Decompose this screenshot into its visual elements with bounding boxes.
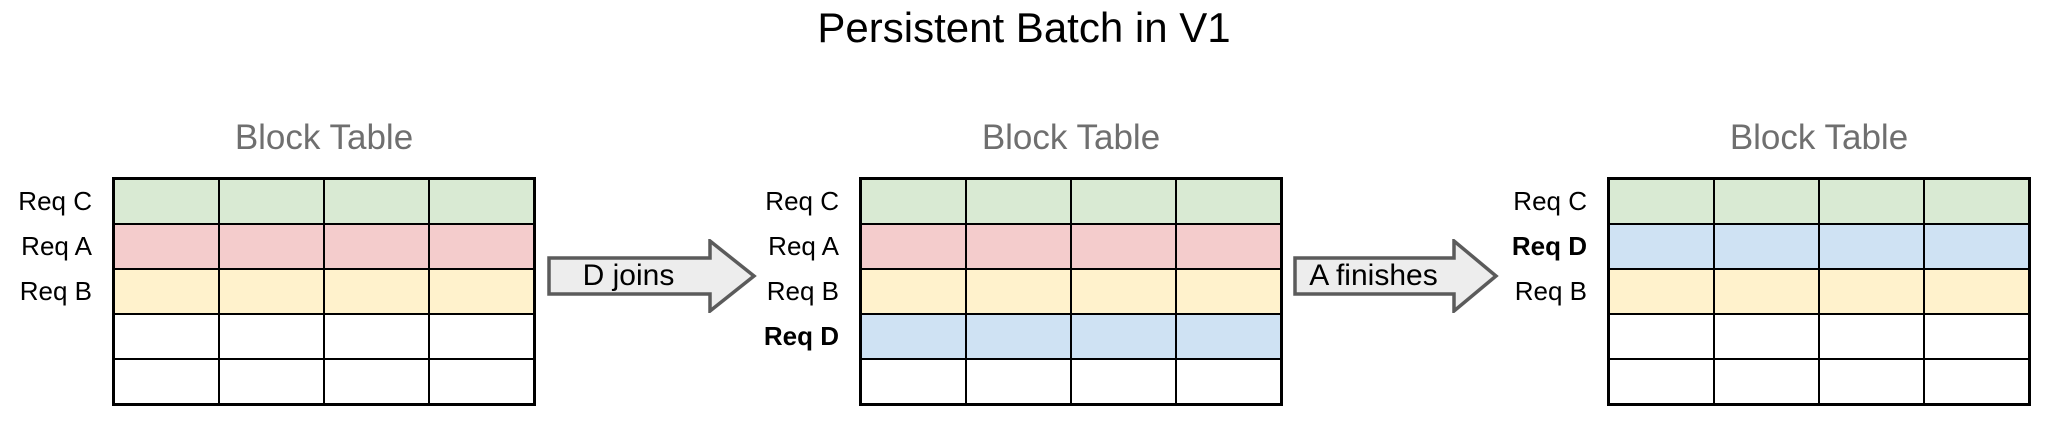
block-cell xyxy=(1819,224,1924,269)
block-cell xyxy=(861,224,966,269)
block-table-left: Block Table Req C Req A Req B xyxy=(18,119,536,406)
right-arrow-icon xyxy=(547,239,757,313)
block-cell xyxy=(1176,359,1281,404)
block-cell xyxy=(219,269,324,314)
block-cell xyxy=(114,359,219,404)
row-label-req-c: Req C xyxy=(18,186,92,216)
row-label-req-b: Req B xyxy=(19,276,92,306)
block-cell xyxy=(861,359,966,404)
block-cell xyxy=(1714,179,1819,224)
block-cell xyxy=(1176,179,1281,224)
row-label-req-d: Req D xyxy=(763,321,839,351)
block-cell xyxy=(1609,269,1714,314)
block-cell xyxy=(114,314,219,359)
block-cell xyxy=(1714,269,1819,314)
block-cell xyxy=(429,269,534,314)
block-cell xyxy=(1819,359,1924,404)
block-cell xyxy=(861,269,966,314)
block-cell xyxy=(429,359,534,404)
block-grid xyxy=(859,177,1283,406)
block-cell xyxy=(219,224,324,269)
arrow-label: D joins xyxy=(582,259,675,292)
block-cell xyxy=(114,179,219,224)
row-label-req-c: Req C xyxy=(765,186,839,216)
block-table-heading: Block Table xyxy=(1729,118,1909,158)
block-cell xyxy=(1819,269,1924,314)
row-label-req-a: Req A xyxy=(21,231,92,261)
block-cell xyxy=(429,224,534,269)
block-cell xyxy=(1609,179,1714,224)
block-cell xyxy=(1071,224,1176,269)
block-cell xyxy=(861,314,966,359)
row-label-req-d: Req D xyxy=(1511,231,1587,261)
block-grid xyxy=(1607,177,2031,406)
block-grid xyxy=(112,177,536,406)
arrow-label: A finishes xyxy=(1309,259,1438,292)
block-cell xyxy=(1071,359,1176,404)
block-cell xyxy=(324,179,429,224)
block-cell xyxy=(1609,314,1714,359)
arrow-a-finishes: A finishes xyxy=(1293,239,1499,313)
block-cell xyxy=(966,314,1071,359)
block-table-heading: Block Table xyxy=(234,118,414,158)
block-cell xyxy=(1924,224,2029,269)
row-label-req-a: Req A xyxy=(768,231,839,261)
block-cell xyxy=(429,179,534,224)
block-cell xyxy=(1071,269,1176,314)
block-table-middle: Block Table Req C Req A Req B Req D xyxy=(764,119,1283,406)
block-cell xyxy=(1819,179,1924,224)
block-cell xyxy=(1714,224,1819,269)
block-cell xyxy=(1924,314,2029,359)
block-cell xyxy=(1924,359,2029,404)
block-cell xyxy=(1924,269,2029,314)
block-cell xyxy=(429,314,534,359)
block-cell xyxy=(324,314,429,359)
block-cell xyxy=(966,224,1071,269)
block-table-right: Block Table Req C Req D Req B xyxy=(1512,119,2031,406)
block-cell xyxy=(1609,224,1714,269)
block-table-heading: Block Table xyxy=(981,118,1161,158)
row-label-req-c: Req C xyxy=(1513,186,1587,216)
block-cell xyxy=(219,314,324,359)
block-cell xyxy=(114,269,219,314)
block-cell xyxy=(324,269,429,314)
block-cell xyxy=(1714,314,1819,359)
block-cell xyxy=(114,224,219,269)
arrow-d-joins: D joins xyxy=(547,239,757,313)
block-cell xyxy=(861,179,966,224)
block-cell xyxy=(966,269,1071,314)
block-cell xyxy=(219,359,324,404)
block-cell xyxy=(324,359,429,404)
block-cell xyxy=(1176,269,1281,314)
block-cell xyxy=(1609,359,1714,404)
block-cell xyxy=(1176,224,1281,269)
block-cell xyxy=(219,179,324,224)
row-label-req-b: Req B xyxy=(766,276,839,306)
block-cell xyxy=(1819,314,1924,359)
block-cell xyxy=(966,359,1071,404)
block-cell xyxy=(1176,314,1281,359)
diagram-title: Persistent Batch in V1 xyxy=(817,4,1231,51)
block-cell xyxy=(966,179,1071,224)
block-cell xyxy=(1071,179,1176,224)
block-cell xyxy=(1924,179,2029,224)
block-cell xyxy=(1714,359,1819,404)
right-arrow-icon xyxy=(1293,239,1499,313)
block-cell xyxy=(324,224,429,269)
block-cell xyxy=(1071,314,1176,359)
row-label-req-b: Req B xyxy=(1514,276,1587,306)
